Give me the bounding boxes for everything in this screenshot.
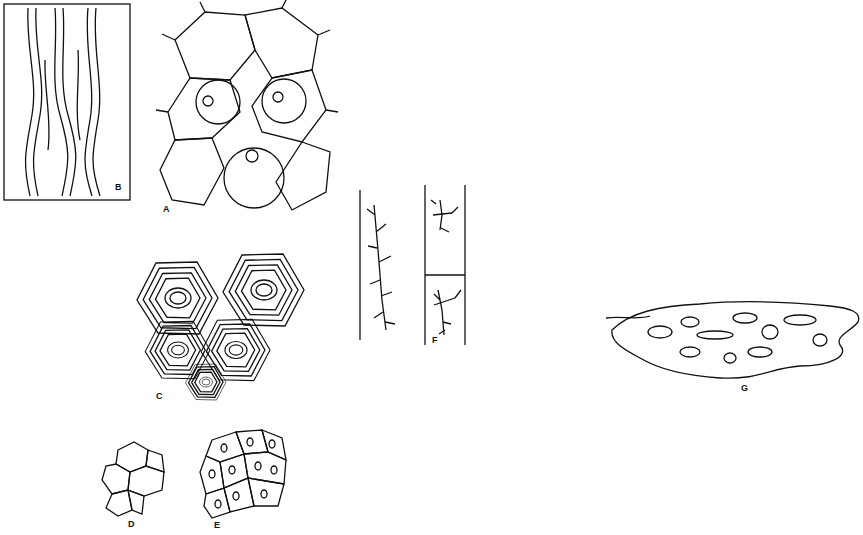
elongated-cell	[606, 302, 859, 378]
figure-letter: F	[432, 336, 438, 345]
figure-letter: D	[128, 520, 135, 529]
figure-letter: B	[115, 183, 122, 192]
fibre-panel	[4, 4, 130, 200]
figure-letter: C	[156, 392, 163, 401]
branched-cells	[360, 185, 465, 345]
stone-cells	[137, 254, 304, 400]
figure-letter: G	[741, 384, 748, 393]
parenchyma-cells	[156, 0, 338, 210]
figure-letter: E	[214, 521, 220, 530]
polygonal-cells	[102, 442, 164, 516]
pitted-cells	[200, 430, 286, 518]
figure-letter: A	[163, 205, 170, 214]
